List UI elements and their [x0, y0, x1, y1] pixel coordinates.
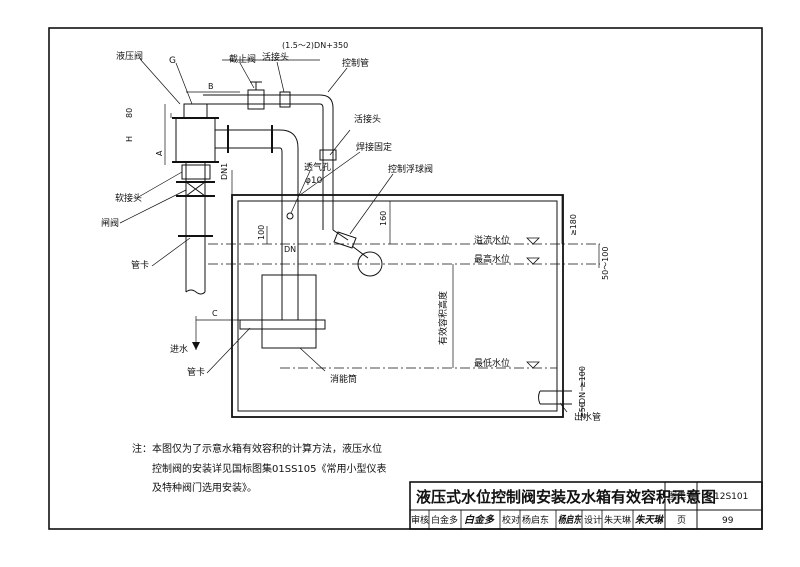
dim-b: B [208, 82, 214, 91]
dim-dn1: DN1 [220, 163, 229, 180]
valve-cap [183, 103, 208, 119]
label-pipe-clamp-1: 管卡 [131, 259, 149, 271]
label-float-valve: 控制浮球阀 [388, 163, 433, 175]
dim-a: A [155, 150, 164, 156]
dim-h: H [125, 136, 134, 142]
float-valve-icon [333, 231, 357, 249]
label-outlet-pipe: 出水管 [574, 411, 601, 423]
label-gate-valve: 闸阀 [101, 218, 119, 229]
designer-signature: 朱天琳 [635, 514, 665, 526]
inlet-pipe [172, 103, 326, 349]
control-elbow-inner [319, 103, 324, 230]
hydraulic-valve-body [175, 117, 216, 163]
dimension-text: B C A 80 H DN1 100 DN 160 ≥180 50～100 ≥1… [125, 82, 610, 419]
label-overflow-level: 溢流水位 [474, 234, 510, 246]
outlet-pipe [538, 390, 572, 405]
dim-ge50: ≥50 [578, 402, 587, 419]
title-block [409, 481, 763, 530]
label-min-level: 最低水位 [474, 357, 510, 369]
dim-c: C [212, 309, 218, 318]
label-union-top: 活接头 [262, 51, 289, 63]
checker-signature: 杨启东 [558, 514, 583, 526]
design-label: 设计 [584, 514, 602, 526]
elbow-inner [279, 147, 283, 196]
label-union-mid: 活接头 [354, 113, 381, 125]
dim-ge100: ≥100 [578, 366, 587, 388]
dim-dn: DN [284, 245, 296, 254]
dimension-lines [164, 59, 600, 417]
tank [208, 194, 600, 418]
control-elbow [319, 94, 334, 230]
dim-50-100: 50～100 [601, 247, 610, 280]
sheet-frame [48, 27, 763, 530]
check-label: 校对 [502, 514, 520, 526]
page-number: 99 [722, 516, 734, 526]
review-label: 审核 [411, 514, 429, 526]
label-effective-height: 有效容积高度 [437, 291, 449, 345]
label-hydraulic-valve: 液压阀 [116, 50, 143, 62]
float-arm [351, 245, 369, 259]
gate-valve-icon [185, 181, 206, 197]
note-line-2: 控制阀的安装详见国标图集01SS105《常用小型仪表 [152, 462, 387, 475]
label-soft-joint: 软接头 [115, 192, 142, 204]
support-bar [239, 319, 326, 330]
label-vent-dia: φ10 [305, 176, 323, 186]
note-line-1: 注：本图仅为了示意水箱有效容积的计算方法，液压水位 [132, 442, 382, 455]
stop-valve-handwheel-icon [250, 81, 262, 90]
note-line-3: 及特种阀门选用安装》。 [152, 481, 257, 494]
dim-dn-out: DN [578, 392, 587, 404]
label-vent-hole: 透气孔 [304, 161, 331, 173]
dim-80: 80 [125, 108, 134, 118]
page-label: 页 [677, 515, 686, 526]
reviewer-name: 白金多 [431, 514, 458, 526]
outlet-end [538, 390, 541, 405]
label-control-pipe: 控制管 [342, 57, 369, 69]
energy-dissipator-body [261, 274, 317, 349]
drawing-title: 液压式水位控制阀安装及水箱有效容积示意图 [416, 488, 716, 506]
control-to-float [332, 229, 349, 241]
note: 注：本图仅为了示意水箱有效容积的计算方法，液压水位 控制阀的安装详见国标图集01… [132, 442, 387, 494]
min-marker-icon [526, 361, 540, 369]
stop-valve-body [247, 89, 265, 110]
max-marker-icon [526, 257, 540, 265]
designer-name: 朱天琳 [604, 514, 631, 526]
control-pipe [203, 81, 383, 277]
vent-hole-icon [286, 212, 294, 220]
float-ball-icon [357, 251, 383, 277]
dim-ge180: ≥180 [569, 214, 578, 236]
union-top-body [279, 91, 291, 108]
title-block-text: 液压式水位控制阀安装及水箱有效容积示意图 图集号 12S101 审核 白金多 白… [411, 488, 748, 526]
label-max-level: 最高水位 [474, 253, 510, 265]
checker-name: 杨启东 [522, 514, 549, 526]
label-pipe-clamp-2: 管卡 [187, 366, 205, 378]
atlas-number: 12S101 [714, 492, 748, 502]
dim-160: 160 [379, 211, 388, 226]
tank-outer-wall [231, 194, 564, 418]
overflow-marker-icon [526, 237, 540, 245]
tank-inner-wall [237, 200, 558, 412]
label-inlet: 进水 [170, 343, 188, 355]
union-mid-body [319, 149, 337, 161]
level-markers [526, 237, 540, 369]
leader-lines [119, 58, 568, 413]
atlas-label: 图集号 [668, 490, 695, 502]
label-stop-valve: 截止阀 [229, 53, 256, 65]
labels: 液压阀 G 截止阀 活接头 (1.5～2)DN+350 控制管 活接头 焊接固定… [101, 41, 601, 423]
label-g: G [169, 56, 176, 66]
label-energy-dissipator: 消能筒 [330, 373, 357, 385]
dim-100: 100 [257, 225, 266, 240]
reviewer-signature: 白金多 [464, 514, 495, 526]
label-weld-fix: 焊接固定 [356, 141, 392, 153]
label-dim-top: (1.5～2)DN+350 [282, 41, 348, 50]
elbow-outer [279, 129, 299, 196]
inlet-arrow-icon [192, 342, 200, 350]
inlet-pipe-break [185, 289, 206, 295]
